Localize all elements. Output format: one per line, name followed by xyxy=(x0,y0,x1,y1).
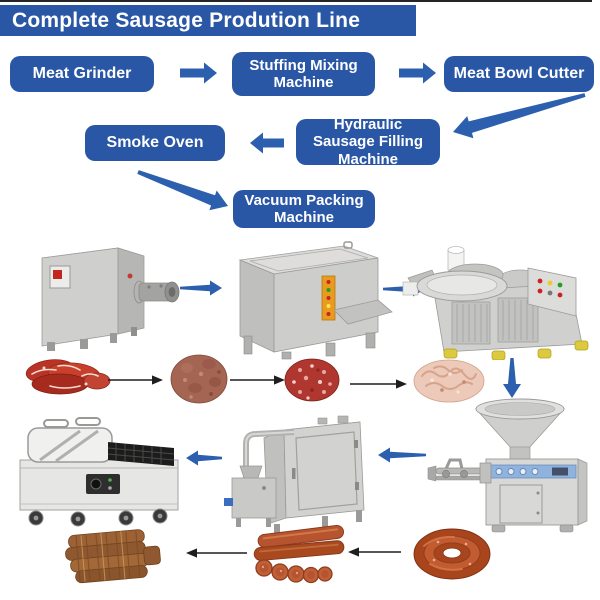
photo-arrow-grinder-to-mixer-icon xyxy=(180,280,222,296)
photo-smoked-sausage-links xyxy=(253,524,345,584)
photo-meat-grinder-machine xyxy=(41,247,180,351)
food-arrow-patty-to-mince-icon xyxy=(350,379,407,389)
flow-label-smoke-oven: Smoke Oven xyxy=(106,133,204,151)
food-arrow-coil-to-links-icon xyxy=(348,547,401,557)
flow-box-stuffing-mixing-machine: Stuffing Mixing Machine xyxy=(232,52,375,96)
photo-packed-smoked-sausages xyxy=(65,529,161,584)
page-title: Complete Sausage Prodution Line xyxy=(12,8,361,32)
flow-box-meat-bowl-cutter: Meat Bowl Cutter xyxy=(444,56,594,92)
mixer-discharge-chute xyxy=(333,299,393,325)
photo-ground-meat-ball xyxy=(170,354,228,404)
photo-sausage-coil xyxy=(413,528,491,580)
flow-label-meat-grinder: Meat Grinder xyxy=(32,64,132,82)
photo-smoke-oven-machine xyxy=(224,415,365,534)
flow-label-stuffing-mixing-machine: Stuffing Mixing Machine xyxy=(249,56,358,91)
food-arrow-ground-to-patty-icon xyxy=(230,375,285,385)
filler-nozzle-crank xyxy=(444,458,464,470)
photo-minced-meat-patty xyxy=(284,358,340,402)
photo-arrow-filler-to-oven-icon xyxy=(378,447,426,463)
food-arrow-meat-to-ground-icon xyxy=(108,375,163,385)
flow-box-meat-grinder: Meat Grinder xyxy=(10,56,154,92)
food-arrow-mince-to-filler-icon xyxy=(503,358,521,398)
oven-door xyxy=(295,431,358,511)
flow-arrow-oven-to-packer-icon xyxy=(137,170,228,211)
flow-box-hydraulic-sausage-filling-machine: Hydraulic Sausage Filling Machine xyxy=(296,116,440,168)
flow-arrow-cutter-to-filler-icon xyxy=(453,93,586,139)
food-arrow-sausage-to-packed-icon xyxy=(186,548,247,558)
flow-box-smoke-oven: Smoke Oven xyxy=(85,125,225,161)
flow-arrow-filler-to-oven-icon xyxy=(250,132,284,154)
photo-raw-meat xyxy=(25,359,111,395)
packer-dome-lid xyxy=(27,427,113,463)
flow-label-hydraulic-sausage-filling-machine: Hydraulic Sausage Filling Machine xyxy=(312,116,424,168)
oven-smoke-generator xyxy=(231,477,277,519)
photo-stuffing-mixing-machine xyxy=(238,241,393,360)
top-border-line xyxy=(0,0,592,2)
filler-door xyxy=(499,484,543,524)
flow-label-meat-bowl-cutter: Meat Bowl Cutter xyxy=(453,64,585,82)
photo-sausage-filling-machine xyxy=(427,398,588,533)
grinder-red-button xyxy=(53,270,62,279)
flow-label-vacuum-packing-machine: Vacuum Packing Machine xyxy=(244,191,364,226)
photo-meat-bowl-cutter-machine xyxy=(402,246,589,360)
title-banner: Complete Sausage Prodution Line xyxy=(0,5,416,36)
photo-arrow-oven-to-packer-icon xyxy=(186,450,222,466)
photo-vacuum-packing-machine xyxy=(19,417,179,527)
flow-box-vacuum-packing-machine: Vacuum Packing Machine xyxy=(233,190,375,228)
photo-pale-minced-meat xyxy=(413,359,485,403)
flow-arrow-grinder-to-mixer-icon xyxy=(180,62,217,84)
flow-arrow-mixer-to-cutter-icon xyxy=(399,62,436,84)
oven-door-handle xyxy=(292,468,296,479)
